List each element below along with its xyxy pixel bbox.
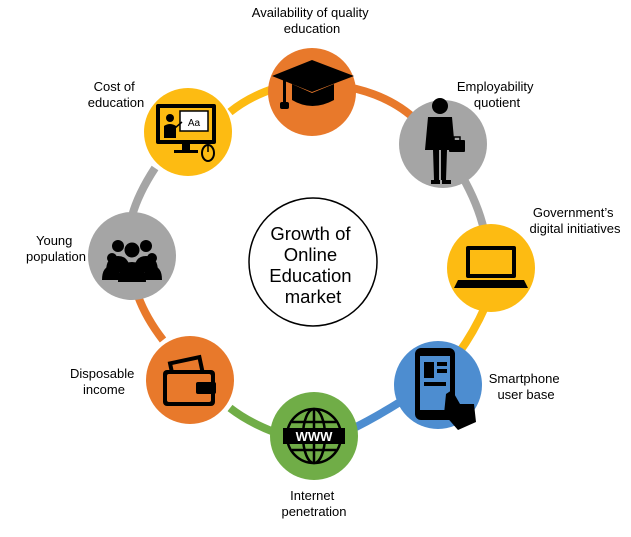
label-line: education xyxy=(284,21,340,36)
center-title-line: Online xyxy=(284,244,337,265)
label-line: quotient xyxy=(474,95,521,110)
label-line: Internet xyxy=(290,488,334,503)
node-internet: WWW xyxy=(270,392,358,480)
label-internet: Internet penetration xyxy=(281,488,346,519)
businessman-icon xyxy=(425,98,465,184)
www-globe-icon: WWW xyxy=(283,407,345,465)
label-line: Disposable xyxy=(70,366,134,381)
node-government xyxy=(447,224,535,312)
ring-arc-government-smartphone xyxy=(454,305,489,357)
people-group-icon xyxy=(102,240,162,282)
label-line: penetration xyxy=(281,504,346,519)
ring-arc-internet-income xyxy=(227,404,276,436)
laptop-icon xyxy=(454,246,528,288)
ring-arc-income-young xyxy=(134,294,167,343)
label-line: Government’s xyxy=(533,205,614,220)
smartphone-icon xyxy=(415,348,476,430)
node-employability xyxy=(399,98,487,188)
node-cost: Aa xyxy=(144,88,232,176)
label-line: population xyxy=(26,249,86,264)
svg-text:Growth of Online E: Growth of Online Education market xyxy=(269,223,356,307)
label-smartphone: Smartphone user base xyxy=(489,371,563,402)
node-smartphone xyxy=(394,341,482,430)
ring-arc-smartphone-internet xyxy=(352,398,403,432)
online-classroom-icon: Aa xyxy=(156,104,216,162)
ring-arc-quality-employability xyxy=(347,83,421,125)
label-quality: Availability of quality education xyxy=(252,5,372,36)
label-government: Government’s digital initiatives xyxy=(529,205,621,236)
node-income xyxy=(146,336,234,424)
graduation-cap-icon xyxy=(272,60,354,109)
label-income: Disposable income xyxy=(70,366,138,397)
svg-text:WWW: WWW xyxy=(296,429,334,444)
label-cost: Cost of education xyxy=(88,79,144,110)
center-title-line: market xyxy=(285,286,342,307)
svg-text:Aa: Aa xyxy=(188,118,201,129)
label-line: Employability xyxy=(457,79,534,94)
wallet-icon xyxy=(163,354,216,406)
center-title-line: Growth of xyxy=(270,223,351,244)
ring-arc-employability-government xyxy=(458,174,488,231)
label-employability: Employability quotient xyxy=(457,79,537,110)
ring-arc-young-cost xyxy=(128,165,159,218)
label-line: Cost of xyxy=(94,79,136,94)
label-line: user base xyxy=(497,387,554,402)
center-title-line: Education xyxy=(269,265,351,286)
node-young xyxy=(88,212,176,300)
label-line: Availability of quality xyxy=(252,5,369,20)
label-young: Young population xyxy=(26,233,86,264)
label-line: Young xyxy=(36,233,72,248)
label-line: education xyxy=(88,95,144,110)
node-quality xyxy=(268,48,356,136)
label-line: income xyxy=(83,382,125,397)
center-node: Growth of Online Education market xyxy=(248,197,378,327)
label-line: Smartphone xyxy=(489,371,560,386)
label-line: digital initiatives xyxy=(529,221,621,236)
